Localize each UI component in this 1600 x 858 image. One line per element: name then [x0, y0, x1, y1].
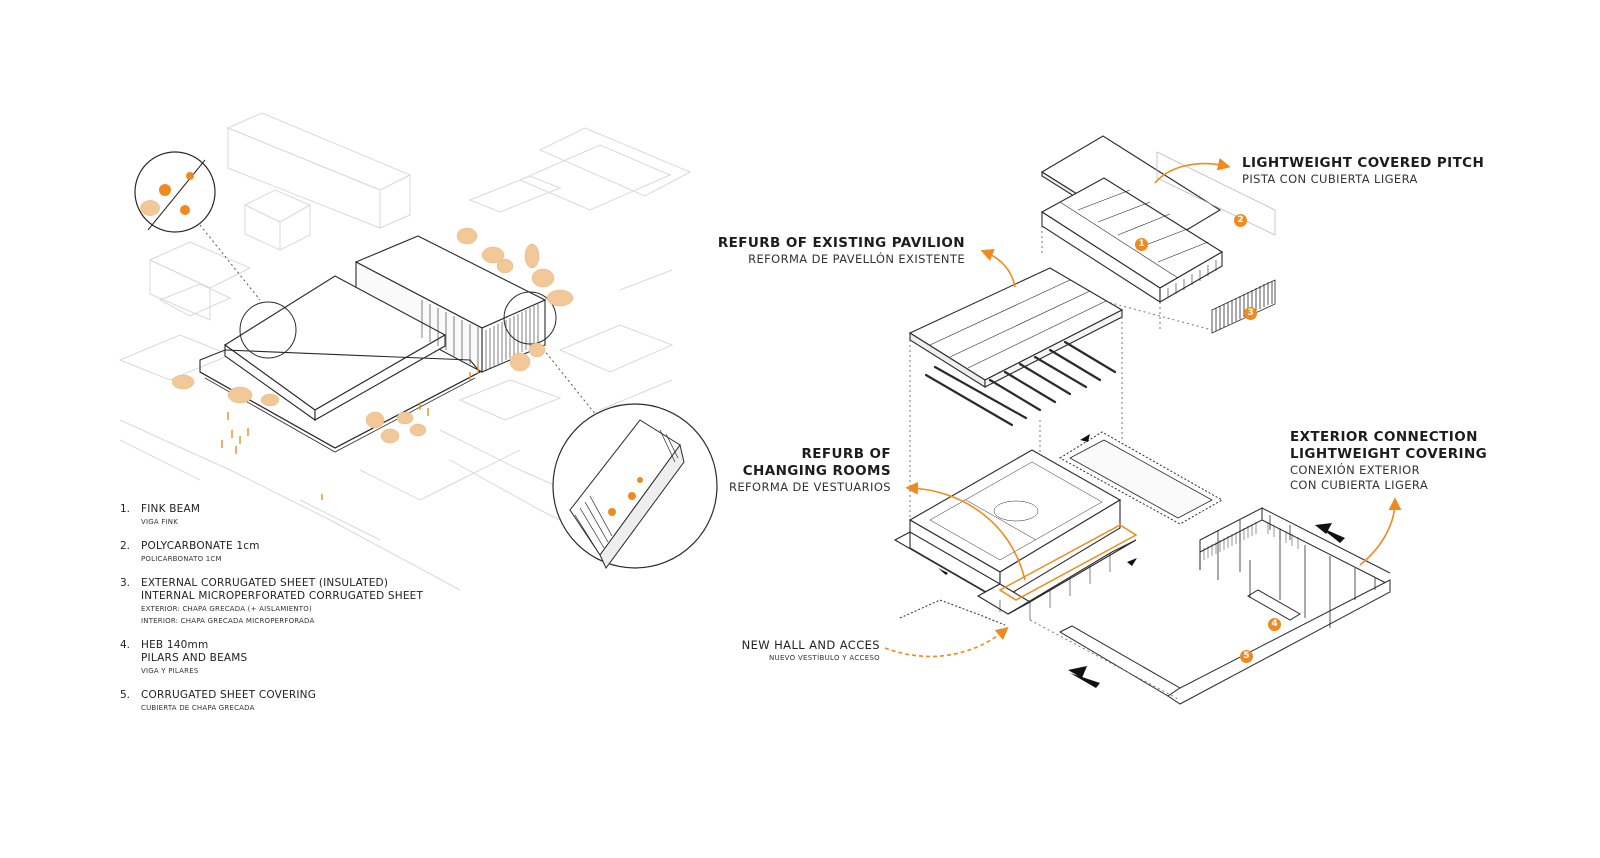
- label-subtitle: NUEVO VESTÍBULO Y ACCESO: [768, 654, 880, 662]
- facade-hatching: [421, 300, 539, 370]
- exterior-frame: [1058, 507, 1391, 705]
- legend-number: 1.: [120, 503, 131, 515]
- legend-number: 2.: [120, 540, 131, 552]
- badge-3: 3: [1244, 307, 1257, 320]
- legend-item: 2. POLYCARBONATE 1cm POLICARBONATO 1CM: [120, 540, 450, 565]
- legend-number: 3.: [120, 577, 131, 589]
- legend-number: 5.: [120, 689, 131, 701]
- label-title: NEW HALL AND ACCES: [741, 638, 880, 652]
- pitch-box: [1040, 177, 1224, 304]
- label-subtitle: PISTA CON CUBIERTA LIGERA: [1242, 172, 1418, 186]
- label-subtitle: CON CUBIERTA LIGERA: [1290, 478, 1429, 492]
- legend-title: POLYCARBONATE 1cm: [141, 540, 260, 552]
- legend-item: 4. HEB 140mm PILARS AND BEAMS VIGA Y PIL…: [120, 639, 450, 677]
- corrugated-panel: [1211, 279, 1276, 334]
- legend-title: PILARS AND BEAMS: [141, 652, 248, 664]
- label-title: CHANGING ROOMS: [742, 463, 891, 479]
- fink-beams: [924, 340, 1117, 427]
- label-title: LIGHTWEIGHT COVERED PITCH: [1242, 155, 1485, 171]
- people: [221, 366, 479, 500]
- legend-subtitle: VIGA Y PILARES: [141, 667, 199, 675]
- label-title: REFURB OF: [801, 446, 891, 462]
- legend-title: INTERNAL MICROPERFORATED CORRUGATED SHEE…: [141, 590, 424, 602]
- badge-1: 1: [1135, 238, 1148, 251]
- legend-subtitle: INTERIOR: CHAPA GRECADA MICROPERFORADA: [141, 617, 315, 625]
- legend-subtitle: CUBIERTA DE CHAPA GRECADA: [141, 704, 255, 712]
- label-title: EXTERIOR CONNECTION: [1290, 429, 1478, 445]
- exterior-pillars: [1217, 515, 1376, 628]
- exterior-mesh: [1203, 522, 1299, 560]
- legend: 1. FINK BEAM VIGA FINK 2. POLYCARBONATE …: [120, 503, 450, 726]
- legend-title: HEB 140mm: [141, 639, 209, 651]
- label-title: REFURB OF EXISTING PAVILION: [717, 235, 965, 251]
- trees: [171, 227, 574, 444]
- base-columns: [999, 554, 1111, 620]
- detail-circle-right: [552, 403, 718, 569]
- label-covered-pitch: LIGHTWEIGHT COVERED PITCH PISTA CON CUBI…: [1242, 155, 1484, 187]
- label-changing-rooms: REFURB OF CHANGING ROOMS REFORMA DE VEST…: [700, 446, 891, 495]
- pitch-box-frame: [1059, 189, 1217, 298]
- label-title: LIGHTWEIGHT COVERING: [1290, 446, 1488, 462]
- flow-arrows: [938, 434, 1345, 688]
- legend-item: 1. FINK BEAM VIGA FINK: [120, 503, 450, 528]
- context-buildings: [118, 112, 692, 591]
- legend-subtitle: VIGA FINK: [141, 518, 179, 526]
- legend-title: CORRUGATED SHEET COVERING: [141, 689, 317, 701]
- label-exterior-connection: EXTERIOR CONNECTION LIGHTWEIGHT COVERING…: [1290, 429, 1487, 493]
- detail-circle-top: [134, 151, 216, 233]
- pavilion-base: [893, 449, 1137, 615]
- legend-number: 4.: [120, 639, 131, 651]
- callout-arrows: [884, 157, 1402, 658]
- badge-5: 5: [1240, 650, 1253, 663]
- label-subtitle: CONEXIÓN EXTERIOR: [1290, 463, 1420, 477]
- main-building: [199, 235, 547, 453]
- legend-item: 3. EXTERNAL CORRUGATED SHEET (INSULATED)…: [120, 577, 450, 627]
- label-subtitle: REFORMA DE PAVELLÓN EXISTENTE: [748, 252, 965, 266]
- legend-title: FINK BEAM: [141, 503, 201, 515]
- label-subtitle: REFORMA DE VESTUARIOS: [728, 480, 891, 494]
- badge-4: 4: [1268, 618, 1281, 631]
- legend-subtitle: EXTERIOR: CHAPA GRECADA (+ AISLAMIENTO): [141, 605, 312, 613]
- pavilion-roof: [908, 267, 1124, 388]
- legend-item: 5. CORRUGATED SHEET COVERING CUBIERTA DE…: [120, 689, 450, 714]
- legend-title: EXTERNAL CORRUGATED SHEET (INSULATED): [141, 577, 389, 589]
- label-pavilion: REFURB OF EXISTING PAVILION REFORMA DE P…: [715, 235, 965, 267]
- badge-2: 2: [1234, 214, 1247, 227]
- court-markings: [929, 461, 1103, 561]
- legend-subtitle: POLICARBONATO 1CM: [141, 555, 222, 563]
- label-new-hall: NEW HALL AND ACCES NUEVO VESTÍBULO Y ACC…: [700, 638, 880, 664]
